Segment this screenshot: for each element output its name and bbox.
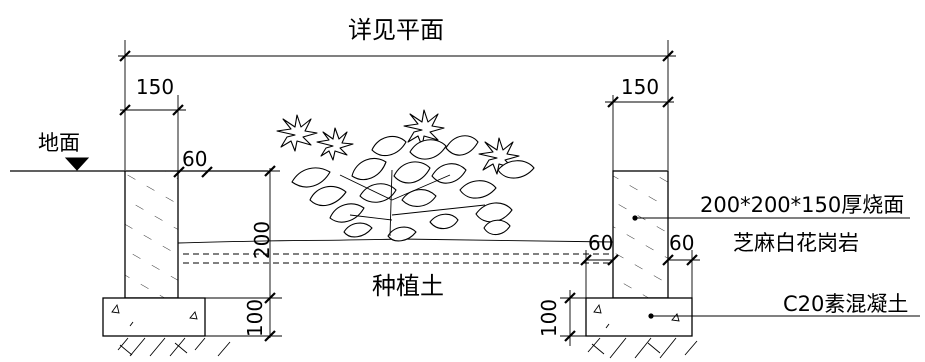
soil-depth-label: 200: [250, 221, 274, 259]
ground-level-marker-icon: [64, 157, 90, 171]
right-base-height-label: 100: [537, 299, 561, 337]
stone-label-line2: 芝麻白花岗岩: [733, 231, 859, 255]
soil-depth-dimension: 200: [250, 165, 280, 338]
stone-label-line1: 200*200*150厚烧面: [700, 193, 904, 217]
left-base-height-label: 100: [243, 299, 267, 337]
ground-line: 地面: [10, 131, 268, 172]
left-wall-width-label: 150: [136, 75, 174, 99]
grass-tuft-3: [403, 109, 445, 147]
left-concrete-base: 100: [102, 297, 282, 357]
ground-label: 地面: [38, 131, 80, 155]
right-wall: [612, 170, 669, 299]
right-outer-offset-label: 60: [669, 231, 694, 255]
concrete-label: C20素混凝土: [783, 292, 908, 316]
plant-illustration: [276, 109, 535, 242]
grass-tuft-2: [316, 127, 354, 161]
overall-width-dimension: 详见平面: [118, 16, 676, 170]
planting-soil: 种植土: [177, 238, 614, 300]
drawing-title: 详见平面: [348, 16, 444, 44]
shrub-leaves: [291, 135, 535, 242]
grass-tuft-1: [276, 114, 318, 152]
stone-callout: 200*200*150厚烧面 芝麻白花岗岩: [632, 193, 910, 255]
soil-label: 种植土: [372, 272, 444, 300]
right-outer-offset-dimension: 60: [662, 231, 700, 298]
right-concrete-base: C20素混凝土 100: [537, 290, 920, 359]
left-wall: 60: [124, 147, 213, 299]
left-wall-dimension: 150: [119, 75, 186, 172]
right-wall-width-label: 150: [621, 75, 659, 99]
right-inner-offset-label: 60: [588, 231, 613, 255]
right-wall-dimension: 150: [605, 75, 674, 172]
left-offset-label: 60: [182, 147, 207, 171]
right-inner-offset-dimension: 60: [580, 231, 619, 298]
